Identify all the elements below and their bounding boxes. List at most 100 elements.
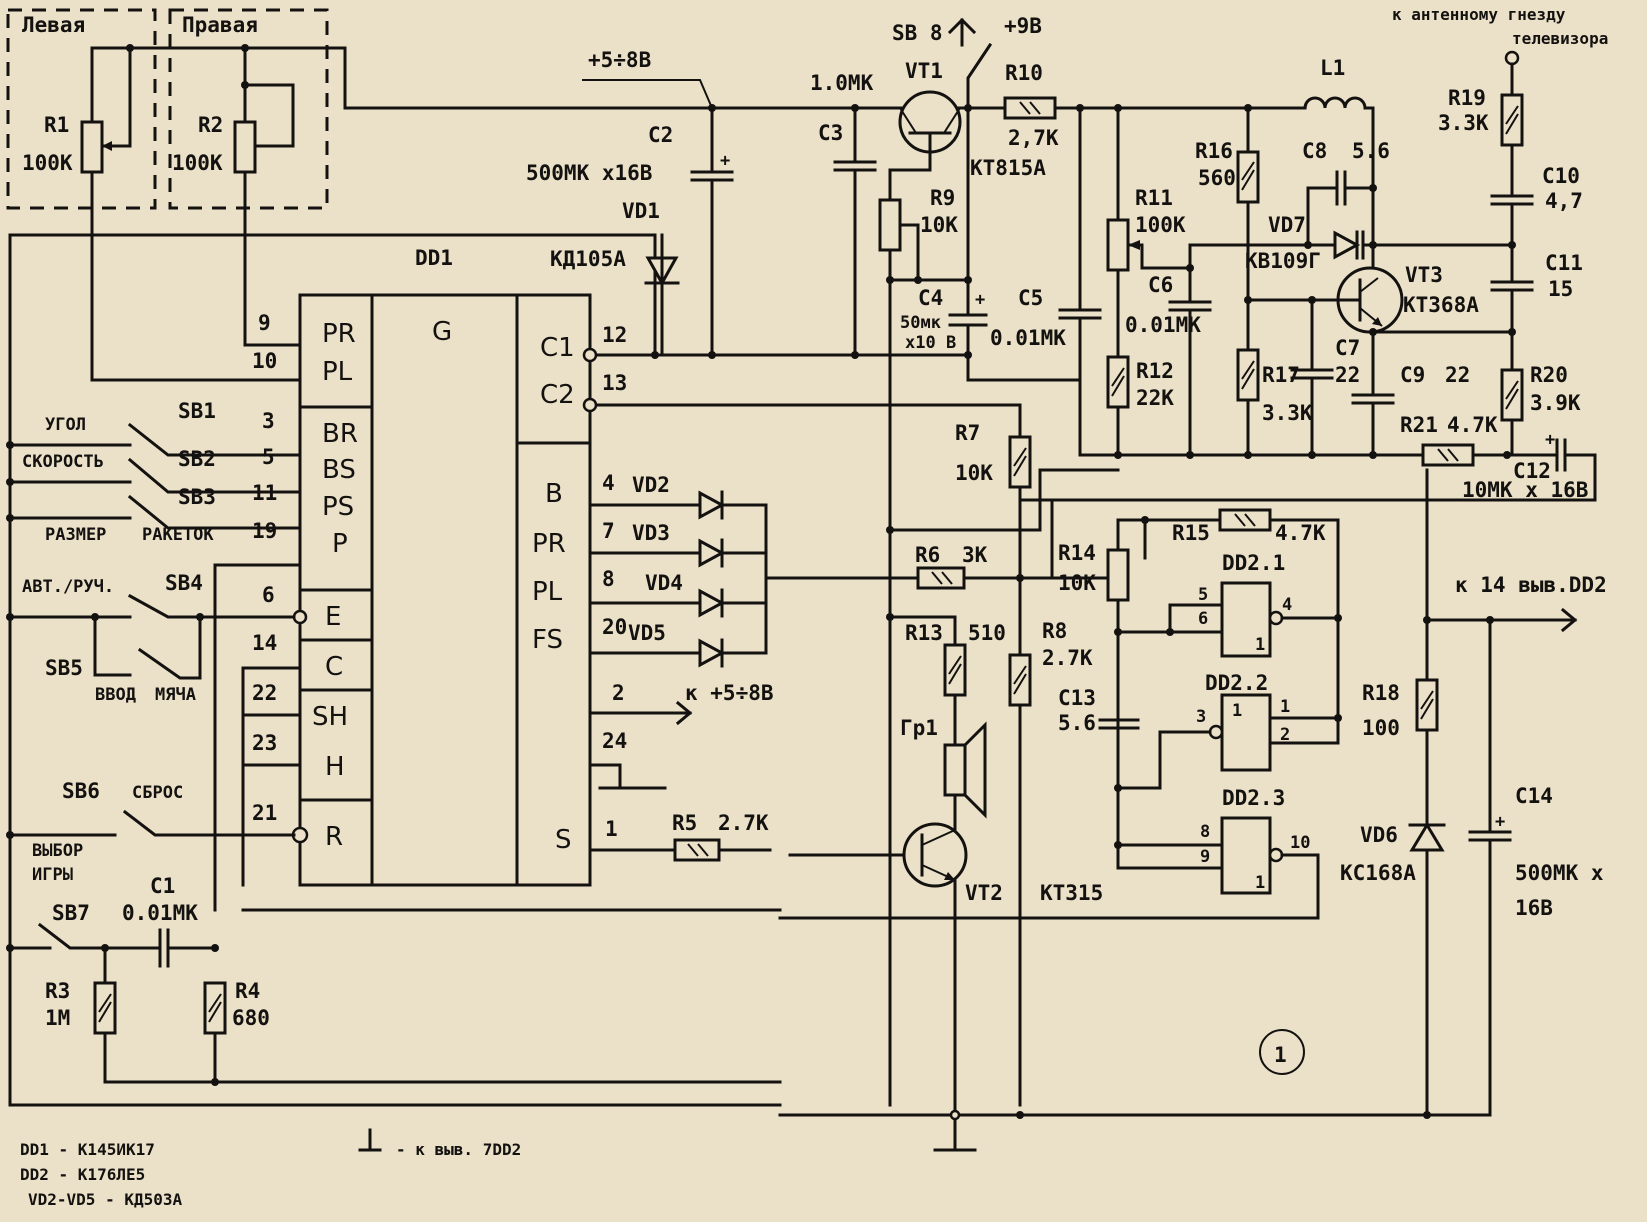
r4-value: 680: [232, 1006, 270, 1030]
c9-value: 22: [1445, 363, 1470, 387]
sb5-label-2: МЯЧА: [155, 685, 196, 705]
c13-value: 5.6: [1058, 711, 1096, 735]
dd1-pin-number: 7: [602, 519, 615, 543]
r3-ref: R3: [45, 979, 70, 1003]
figure-number-circle: [1259, 1029, 1305, 1075]
r7-ref: R7: [955, 421, 980, 445]
dd2-1-function: 1: [1255, 635, 1265, 655]
vt2-transistor: [902, 822, 968, 888]
dd2-2-pin: 1: [1280, 697, 1290, 717]
r19-ref: R19: [1448, 86, 1486, 110]
vd1-type: КД105А: [550, 247, 626, 271]
sb1-ref: SB1: [178, 399, 216, 423]
dd1-pin-label: PR: [322, 319, 356, 349]
dd2-3-gate: [1220, 816, 1284, 895]
r21-resistor: [1421, 443, 1475, 467]
c2-value: 500МК x16В: [526, 161, 652, 185]
dd1-pin-label: PL: [322, 357, 353, 387]
r1-ref: R1: [44, 113, 69, 137]
dd1-pin-number: 3: [262, 409, 275, 433]
dd1-pin-number: 22: [252, 681, 277, 705]
r1-value: 100K: [22, 151, 73, 175]
c7-value: 22: [1335, 363, 1360, 387]
sb3-label: РАЗМЕР: [45, 525, 106, 545]
dd1-pin-number: 21: [252, 801, 277, 825]
r17-resistor: [1236, 348, 1260, 402]
r4-ref: R4: [235, 979, 260, 1003]
r20-value: 3.9K: [1530, 391, 1581, 415]
dd2-2-pin: 2: [1280, 725, 1290, 745]
r6-resistor: [916, 566, 966, 590]
r8-resistor: [1008, 653, 1032, 707]
sb6-ref: SB6: [62, 779, 100, 803]
dd1-pin-label: PS: [322, 492, 354, 522]
vd1-ref: VD1: [622, 199, 660, 223]
dd1-pin-number: 6: [262, 583, 275, 607]
right-group-title: Правая: [182, 13, 258, 37]
r20-ref: R20: [1530, 363, 1568, 387]
dd1-pin-label: H: [325, 752, 345, 782]
r3-value: 1М: [45, 1006, 70, 1030]
vt3-ref: VT3: [1405, 263, 1443, 287]
r7-value: 10K: [955, 461, 993, 485]
c8-value: 5.6: [1352, 139, 1390, 163]
r7-resistor: [1008, 435, 1032, 489]
c4-value-2: x10 В: [905, 333, 956, 353]
svg-text:+: +: [975, 290, 985, 310]
dd2-2-function: 1: [1232, 701, 1242, 721]
antenna-jack: [1504, 50, 1520, 66]
dd1-pin-label: S: [555, 825, 572, 855]
r18-resistor: [1415, 678, 1439, 732]
dd1-pin-label: PL: [532, 577, 563, 607]
r11-potentiometer: [1106, 218, 1130, 272]
r8-ref: R8: [1042, 619, 1067, 643]
r10-ref: R10: [1005, 61, 1043, 85]
dd2-3-function: 1: [1255, 873, 1265, 893]
r21-value: 4.7K: [1447, 413, 1498, 437]
c1-value: 0.01МК: [122, 901, 198, 925]
sb8-ref: SB 8: [892, 21, 943, 45]
dd1-pin-number: 9: [258, 311, 271, 335]
vd7-varicap: [1333, 230, 1361, 260]
right-paddle-group: Правая R2 100K: [168, 8, 329, 210]
c5-value: 0.01МК: [990, 326, 1066, 350]
r11-value: 100K: [1135, 213, 1186, 237]
vd3-ref: VD3: [632, 521, 670, 545]
gr1-speaker: [943, 721, 987, 819]
dd2-2-ref: DD2.2: [1205, 671, 1268, 695]
c11-ref: C11: [1545, 251, 1583, 275]
c4-value: 50мк: [900, 313, 941, 333]
r16-resistor: [1236, 150, 1260, 204]
sb3-label-2: РАКЕТОК: [142, 525, 214, 545]
c12-value: 10МК x 16В: [1462, 478, 1588, 502]
sb2-label: СКОРОСТЬ: [22, 452, 104, 472]
sb7-label: ВЫБОР: [32, 841, 83, 861]
left-paddle-group: Левая R1 100K: [6, 8, 157, 210]
vd6-zener: [1408, 822, 1446, 852]
sb7-label-2: ИГРЫ: [32, 865, 73, 885]
dd2-3-pin: 10: [1290, 833, 1310, 853]
r9-ref: R9: [930, 186, 955, 210]
r14-potentiometer: [1106, 548, 1130, 602]
vt1-type: КТ815А: [970, 156, 1046, 180]
figure-number: 1: [1274, 1043, 1287, 1067]
dd1-chip: DD1 G PR PL BR BS PS P E C SH H R C1 C2 …: [252, 246, 627, 887]
dd1-pin-label: C1: [540, 333, 575, 363]
r5-value: 2.7K: [718, 811, 769, 835]
logic-supply-label: +5÷8В: [588, 48, 651, 72]
dd1-pin-label: FS: [532, 625, 563, 655]
c11-value: 15: [1548, 277, 1573, 301]
r15-ref: R15: [1172, 521, 1210, 545]
r1-potentiometer: [80, 120, 104, 174]
dd2-3-ref: DD2.3: [1222, 786, 1285, 810]
ground-note: - к выв. 7DD2: [396, 1140, 521, 1159]
r9-value: 10K: [920, 213, 958, 237]
r18-value: 100: [1362, 716, 1400, 740]
r12-resistor: [1106, 355, 1130, 409]
r11-ref: R11: [1135, 186, 1173, 210]
sb3-ref: SB3: [178, 485, 216, 509]
dd1-pin-number: 20: [602, 615, 627, 639]
sb2-ref: SB2: [178, 447, 216, 471]
dd1-pin-number: 13: [602, 371, 627, 395]
